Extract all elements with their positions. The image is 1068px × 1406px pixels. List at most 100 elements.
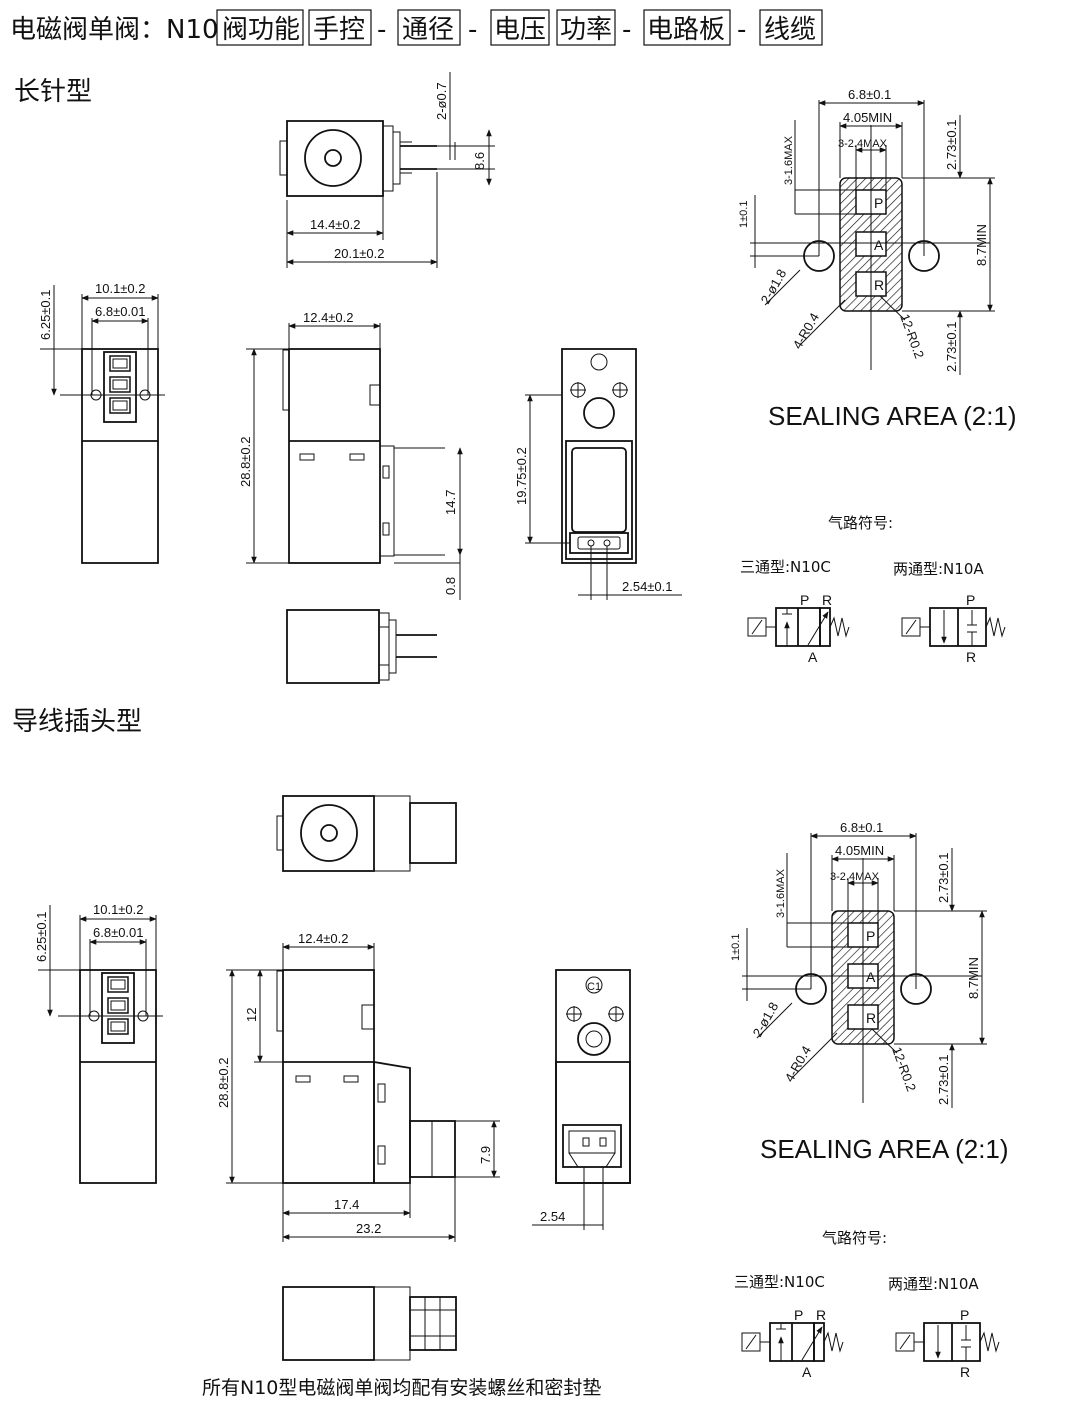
sealing-area-bottom: P A R 6.8±0.1 4.05MIN 3-2.4MAX 3-1.6MAX … xyxy=(730,820,1009,1164)
seal-port-a: A xyxy=(866,969,876,985)
dim-pin-offset: 0.8 xyxy=(443,577,458,595)
dim-side-width: 12.4±0.2 xyxy=(298,931,349,946)
wire-plug-end-view: 10.1±0.2 6.8±0.01 6.25±0.1 xyxy=(34,902,163,1184)
part-box xyxy=(216,9,304,46)
symbol-port-a: A xyxy=(802,1364,812,1380)
seal-dim-top-h: 2.73±0.1 xyxy=(936,852,951,903)
symbol-port-p: P xyxy=(800,592,809,608)
sealing-area-label: SEALING AREA (2:1) xyxy=(768,401,1017,431)
header-prefix: 电磁阀单阀：N10 xyxy=(10,15,219,45)
dim-side-height: 28.8±0.2 xyxy=(238,436,253,487)
dim-end-height: 6.25±0.1 xyxy=(34,911,49,962)
dim-total-length: 23.2 xyxy=(356,1221,381,1236)
symbol-port-p: P xyxy=(794,1307,803,1323)
part-box xyxy=(759,9,823,46)
symbol-three-way-label: 三通型:N10C xyxy=(740,558,831,576)
symbol-three-way-label: 三通型:N10C xyxy=(734,1273,825,1291)
dim-end-width: 10.1±0.2 xyxy=(95,281,146,296)
seal-dim-pitch: 1±0.1 xyxy=(730,934,742,961)
part-box xyxy=(556,9,616,46)
dim-side-width: 12.4±0.2 xyxy=(303,310,354,325)
seal-dim-bottom-h: 2.73±0.1 xyxy=(936,1054,951,1105)
symbol-port-r: R xyxy=(966,649,976,665)
dim-end-inner: 6.8±0.01 xyxy=(95,304,146,319)
wire-plug-side-view: 12.4±0.2 28.8±0.2 12 7.9 17.4 23.2 xyxy=(216,931,500,1242)
symbol-port-r: R xyxy=(816,1307,826,1323)
sealing-area-top: P A R 6.8±0.1 4.05MIN 3-2.4MAX 3-1.6MAX … xyxy=(738,87,1017,431)
seal-dim-span: 8.7MIN xyxy=(966,957,981,999)
symbol-port-p: P xyxy=(960,1307,969,1323)
header-part: 电路板 xyxy=(647,15,725,45)
dim-end-inner: 6.8±0.01 xyxy=(93,925,144,940)
header-part: 阀功能 xyxy=(222,15,300,45)
seal-dim-hole: 2-ø1.8 xyxy=(750,999,782,1039)
long-pin-top-view: 14.4±0.2 20.1±0.2 8.6 2-ø0.7 xyxy=(279,72,495,268)
pneumatic-symbols-bottom: 气路符号: 三通型:N10C 两通型:N10A P R A xyxy=(734,1229,1000,1380)
dim-pin-height: 14.7 xyxy=(443,490,458,515)
symbol-port-r: R xyxy=(960,1364,970,1380)
header-separator: - xyxy=(468,15,477,45)
symbols-heading: 气路符号: xyxy=(828,514,893,532)
wire-plug-rear-view: C1 2.54 xyxy=(532,969,631,1230)
symbol-port-a: A xyxy=(808,649,818,665)
header-part: 手控 xyxy=(313,15,365,45)
seal-dim-span: 8.7MIN xyxy=(974,224,989,266)
part-box xyxy=(490,9,550,46)
footer-note: 所有N10型电磁阀单阀均配有安装螺丝和密封垫 xyxy=(202,1377,601,1399)
seal-port-p: P xyxy=(866,928,875,944)
dim-body-length: 14.4±0.2 xyxy=(310,217,361,232)
dim-coil-height: 12 xyxy=(244,1008,259,1022)
header-separator: - xyxy=(737,15,746,45)
long-pin-rear-view: 19.75±0.2 2.54±0.1 xyxy=(514,348,682,600)
seal-dim-pitch: 1±0.1 xyxy=(738,201,750,228)
seal-port-p: P xyxy=(874,195,883,211)
seal-dim-corner: 4-R0.4 xyxy=(790,310,823,351)
header-part: 通径 xyxy=(402,15,454,45)
dim-plug-height: 7.9 xyxy=(478,1146,493,1164)
seal-dim-bottom-h: 2.73±0.1 xyxy=(944,321,959,372)
symbol-port-r: R xyxy=(822,592,832,608)
seal-dim-inner-corner: 12-R0.2 xyxy=(897,312,927,361)
seal-dim-min: 4.05MIN xyxy=(843,110,892,125)
long-pin-side-view: 12.4±0.2 28.8±0.2 14.7 0.8 xyxy=(238,310,463,600)
long-pin-end-view: 10.1±0.2 6.8±0.01 6.25±0.1 xyxy=(38,281,165,564)
wire-plug-top-view xyxy=(276,795,457,872)
sealing-area-label: SEALING AREA (2:1) xyxy=(760,1134,1009,1164)
dim-total-length: 20.1±0.2 xyxy=(334,246,385,261)
dim-end-width: 10.1±0.2 xyxy=(93,902,144,917)
two-way-valve-symbol: P R xyxy=(895,1307,1000,1380)
header-code-parts: 阀功能 手控 - 通径 - 电压 功率 - 电路板 - 线缆 xyxy=(216,9,823,46)
pneumatic-symbols-top: 气路符号: 三通型:N10C 两通型:N10A P R A xyxy=(740,514,1006,665)
symbol-two-way-label: 两通型:N10A xyxy=(893,560,984,578)
part-box xyxy=(643,9,731,46)
seal-port-a: A xyxy=(874,237,884,253)
long-pin-bottom-view xyxy=(286,609,437,684)
dim-pin-dia: 2-ø0.7 xyxy=(434,82,449,120)
dim-rear-height: 19.75±0.2 xyxy=(514,447,529,505)
dim-body-length: 17.4 xyxy=(334,1197,359,1212)
header-part: 线缆 xyxy=(764,15,816,45)
seal-dim-port-max: 3-1.6MAX xyxy=(775,868,787,918)
rear-view-label: C1 xyxy=(587,981,601,993)
part-box xyxy=(397,9,461,46)
two-way-valve-symbol: P R xyxy=(901,592,1006,665)
symbol-two-way-label: 两通型:N10A xyxy=(888,1275,979,1293)
part-box xyxy=(308,9,372,46)
seal-dim-top-h: 2.73±0.1 xyxy=(944,119,959,170)
header-part: 电压 xyxy=(494,15,546,45)
header-separator: - xyxy=(377,15,386,45)
header-separator: - xyxy=(622,15,631,45)
seal-dim-outer: 6.8±0.1 xyxy=(840,820,883,835)
three-way-valve-symbol: P R A xyxy=(747,592,850,665)
dim-end-height: 6.25±0.1 xyxy=(38,289,53,340)
seal-port-r: R xyxy=(866,1010,876,1026)
header: 电磁阀单阀：N10 阀功能 手控 - 通径 - 电压 功率 - 电路板 - 线缆 xyxy=(10,9,823,46)
seal-dim-port-max: 3-1.6MAX xyxy=(783,135,795,185)
symbols-heading: 气路符号: xyxy=(822,1229,887,1247)
wire-plug-bottom-view xyxy=(282,1286,457,1361)
dim-rear-pitch: 2.54 xyxy=(540,1209,565,1224)
dim-side-height: 28.8±0.2 xyxy=(216,1057,231,1108)
seal-port-r: R xyxy=(874,277,884,293)
dim-pin-pitch: 8.6 xyxy=(472,152,487,170)
